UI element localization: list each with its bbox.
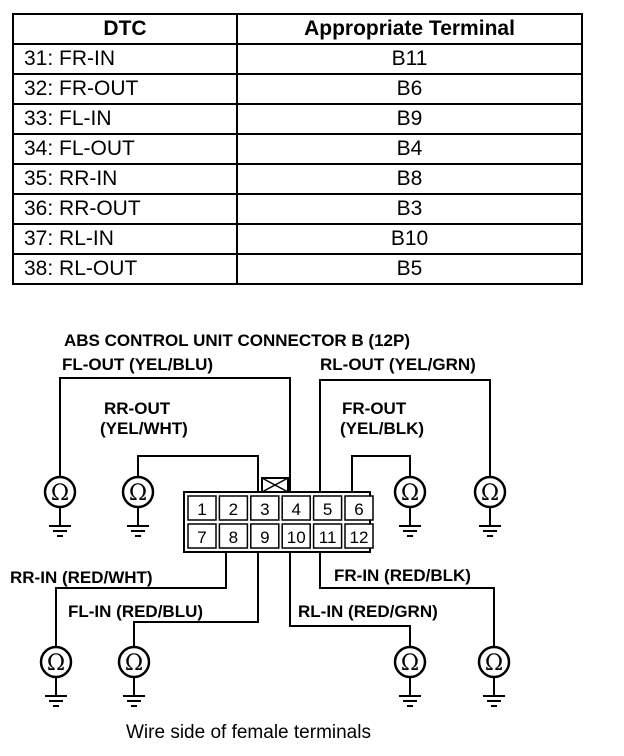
ohmmeter: Ω [43,475,77,537]
fr-in-wire [319,552,495,646]
ohmmeter: Ω [121,475,155,537]
rr-in-label: RR-IN (RED/WHT) [10,568,153,587]
pin-number: 8 [229,528,238,547]
ohm-icon: Ω [51,481,69,506]
ohm-icon: Ω [47,651,65,676]
rl-out-label: RL-OUT (YEL/GRN) [320,355,476,374]
pin-cavity [344,523,374,549]
pin-number: 6 [354,500,363,519]
pin-number: 10 [287,528,306,547]
ohmmeter: Ω [117,645,151,707]
rl-in-label: RL-IN (RED/GRN) [298,602,438,621]
fr-out-color-label: (YEL/BLK) [340,419,424,438]
pin-cavity [344,495,374,521]
terminal-cell: B4 [236,133,583,165]
pin-number: 2 [229,500,238,519]
ohmmeter: Ω [393,475,427,537]
pin-cavity [187,523,217,549]
dtc-cell: 32: FR-OUT [12,73,238,105]
ohmmeter: Ω [393,645,427,707]
ohmmeter: Ω [477,645,511,707]
dtc-cell: 38: RL-OUT [12,253,238,285]
ohm-icon: Ω [485,651,503,676]
pin-cavity [281,495,311,521]
pin-number: 11 [319,528,337,547]
ohm-icon: Ω [401,651,419,676]
fl-in-label: FL-IN (RED/BLU) [68,602,203,621]
pin-cavity [312,523,343,549]
ohm-icon: Ω [401,481,419,506]
connector-caption: Wire side of female terminals [126,722,371,743]
fr-out-wire [351,455,411,492]
pin-cavity [218,495,249,521]
terminal-cell: B9 [236,103,583,135]
dtc-cell: 34: FL-OUT [12,133,238,165]
terminal-cell: B8 [236,163,583,195]
dtc-column-header: DTC [12,13,238,45]
pin-cavity [218,523,249,549]
wires [55,377,495,646]
dtc-cell: 31: FR-IN [12,43,238,75]
terminal-cell: B11 [236,43,583,75]
pin-number: 12 [350,528,369,547]
pin-cavity [187,495,217,521]
ohmmeter: Ω [39,645,73,707]
ohmmeter: Ω [473,475,507,537]
terminal-cell: B3 [236,193,583,225]
connector-title: ABS CONTROL UNIT CONNECTOR B (12P) [64,331,410,350]
dtc-cell: 35: RR-IN [12,163,238,195]
pin-cavity [281,523,311,549]
pin-cavity [250,495,280,521]
terminal-cell: B10 [236,223,583,255]
rl-out-wire [319,379,491,492]
pin-number: 1 [197,500,206,519]
pin-number: 4 [291,500,300,519]
fr-out-label: FR-OUT [342,399,407,418]
ohm-icon: Ω [481,481,499,506]
pin-cavity [250,523,280,549]
rr-out-color-label: (YEL/WHT) [100,419,188,438]
fl-in-wire [133,552,259,646]
terminal-column-header: Appropriate Terminal [236,13,583,45]
rl-in-wire [289,552,411,646]
fl-out-label: FL-OUT (YEL/BLU) [62,355,213,374]
rr-out-label: RR-OUT [104,399,171,418]
dtc-cell: 36: RR-OUT [12,193,238,225]
dtc-cell: 37: RL-IN [12,223,238,255]
terminal-cell: B5 [236,253,583,285]
ohm-icon: Ω [125,651,143,676]
pin-cavity [312,495,343,521]
pin-number: 3 [260,500,269,519]
table-header-row: DTC Appropriate Terminal [12,13,583,45]
fl-out-wire [59,377,291,492]
pin-number: 5 [323,500,332,519]
fr-in-label: FR-IN (RED/BLK) [334,566,471,585]
pin-number: 9 [260,528,269,547]
pin-number: 7 [197,528,206,547]
dtc-cell: 33: FL-IN [12,103,238,135]
terminal-cell: B6 [236,73,583,105]
ohm-icon: Ω [129,481,147,506]
rr-out-wire [137,455,259,492]
rr-in-wire [55,552,227,646]
